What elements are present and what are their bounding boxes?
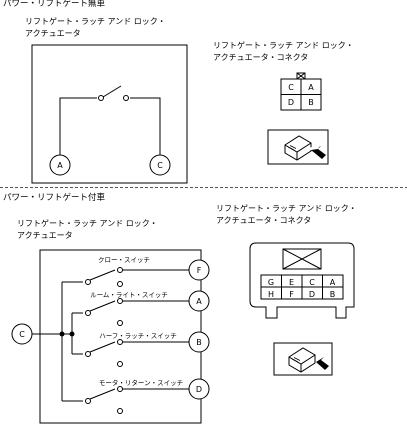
insert-arrow-bottom <box>316 357 329 370</box>
connector-illustration-box-top <box>267 129 329 165</box>
terminal-d-label: D <box>196 385 202 394</box>
wire-right-top <box>130 97 161 155</box>
terminal-a-top <box>49 154 71 176</box>
connector-plug-icon-top <box>284 135 312 161</box>
pin-label: A <box>308 83 314 92</box>
pin-label: C <box>288 83 294 92</box>
pin-label: F <box>289 290 294 299</box>
terminal-c-top <box>149 154 171 176</box>
pin-label: A <box>330 278 336 287</box>
connector-face-bottom <box>249 242 355 319</box>
terminal-a-top-label: A <box>57 161 63 170</box>
connector-title-line1: リフトゲート・ラッチ アンド ロック・ <box>213 41 354 50</box>
switch-label-motor-return: モータ・リターン・スイッチ <box>99 378 183 387</box>
pin-label: C <box>309 278 315 287</box>
terminal-f <box>188 259 210 281</box>
actuator-box-top <box>31 44 188 184</box>
pin-label: D <box>309 290 315 299</box>
junction-dot-main <box>59 331 65 337</box>
junction-dot-inner <box>69 331 75 337</box>
terminal-c-bottom <box>11 323 33 345</box>
actuator-title-line2-bottom: アクチュエータ <box>17 231 73 240</box>
switch-label-room-light: ルーム・ライト・スイッチ <box>90 291 168 299</box>
actuator-title-line1: リフトゲート・ラッチ アンド ロック・ <box>25 17 166 26</box>
connector-title-line1-bottom: リフトゲート・ラッチ アンド ロック・ <box>216 204 357 213</box>
switch-label-half-latch: ハーフ・ラッチ・スイッチ <box>99 332 177 340</box>
pin-label: B <box>308 98 314 107</box>
switch-label-claw: クロー・スイッチ <box>98 256 150 264</box>
terminal-a-bottom-label: A <box>196 297 202 306</box>
connector-title-line2-bottom: アクチュエータ・コネクタ <box>216 216 312 225</box>
actuator-title-line1-bottom: リフトゲート・ラッチ アンド ロック・ <box>17 219 158 228</box>
actuator-title-line2: アクチュエータ <box>25 29 81 38</box>
pin-label: D <box>288 98 294 107</box>
connector-plug-icon-bottom <box>288 347 316 373</box>
connector-illustration-box-bottom <box>273 342 333 376</box>
connector-latch-bottom <box>282 248 322 270</box>
pin-label: H <box>268 290 274 299</box>
terminal-c-bottom-label: C <box>19 330 25 339</box>
wire-left-top <box>59 97 97 155</box>
section-title-with-power-liftgate: パワー・リフトゲート付車 <box>3 193 106 203</box>
terminal-f-label: F <box>197 266 202 275</box>
terminal-a-bottom <box>188 290 210 312</box>
pin-label: B <box>330 290 336 299</box>
terminal-b <box>188 331 210 353</box>
connector-title-line2: アクチュエータ・コネクタ <box>213 53 309 62</box>
terminal-b-label: B <box>196 338 202 347</box>
switch-contact-left <box>98 95 104 101</box>
pin-label: G <box>268 278 274 287</box>
terminal-d <box>188 378 210 400</box>
connector-latch-top <box>296 72 306 80</box>
pin-label: E <box>289 278 294 287</box>
switch-blade <box>102 85 122 98</box>
switch-contact-right <box>123 95 129 101</box>
terminal-c-top-label: C <box>157 161 163 170</box>
section-title-without-power-liftgate: パワー・リフトゲート無車 <box>3 0 106 9</box>
